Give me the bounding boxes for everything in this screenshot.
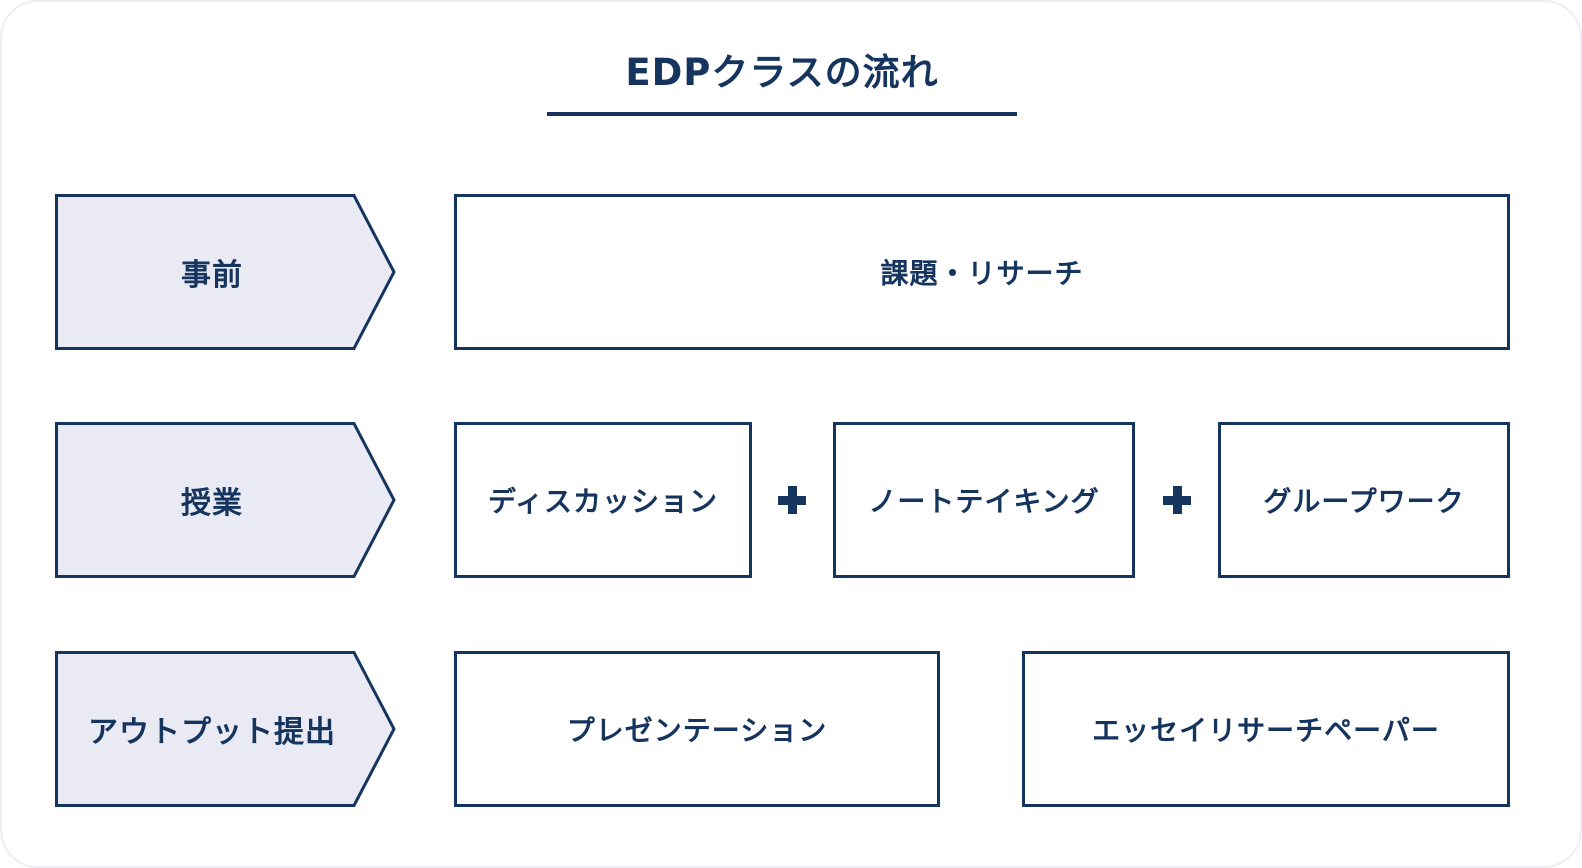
item-box-groupwork: グループワーク	[1218, 422, 1510, 578]
item-label-discussion: ディスカッション	[487, 485, 719, 518]
item-box-discussion: ディスカッション	[454, 422, 752, 578]
plus-icon	[778, 486, 806, 514]
stage-label-class: 授業	[181, 486, 243, 521]
title-block: EDPクラスの流れ	[547, 48, 1017, 116]
arrow-shape-icon	[55, 194, 396, 350]
item-label-presentation: プレゼンテーション	[566, 714, 828, 747]
arrow-shape-icon	[55, 422, 396, 578]
item-label-groupwork: グループワーク	[1263, 485, 1465, 518]
item-box-presentation: プレゼンテーション	[454, 651, 940, 807]
row-pre-class: 事前 課題・リサーチ	[2, 194, 1580, 350]
title-underline	[547, 111, 1017, 116]
stage-label-output: アウトプット提出	[88, 715, 336, 750]
stage-arrow-output: アウトプット提出	[55, 651, 396, 807]
item-box-research: 課題・リサーチ	[454, 194, 1510, 350]
item-box-essay: エッセイリサーチペーパー	[1022, 651, 1510, 807]
item-label-research: 課題・リサーチ	[880, 257, 1084, 290]
stage-arrow-class: 授業	[55, 422, 396, 578]
plus-icon	[1163, 486, 1191, 514]
row-class: 授業 ディスカッション ノートテイキング グループワーク	[2, 422, 1580, 578]
item-label-notetaking: ノートテイキング	[868, 485, 1100, 518]
item-label-essay: エッセイリサーチペーパー	[1092, 714, 1440, 747]
stage-label-pre-class: 事前	[181, 258, 243, 293]
arrow-shape-icon	[55, 651, 396, 807]
row-output: アウトプット提出 プレゼンテーション エッセイリサーチペーパー	[2, 651, 1580, 807]
stage-arrow-pre-class: 事前	[55, 194, 396, 350]
page-title: EDPクラスの流れ	[625, 51, 939, 94]
item-box-notetaking: ノートテイキング	[833, 422, 1135, 578]
